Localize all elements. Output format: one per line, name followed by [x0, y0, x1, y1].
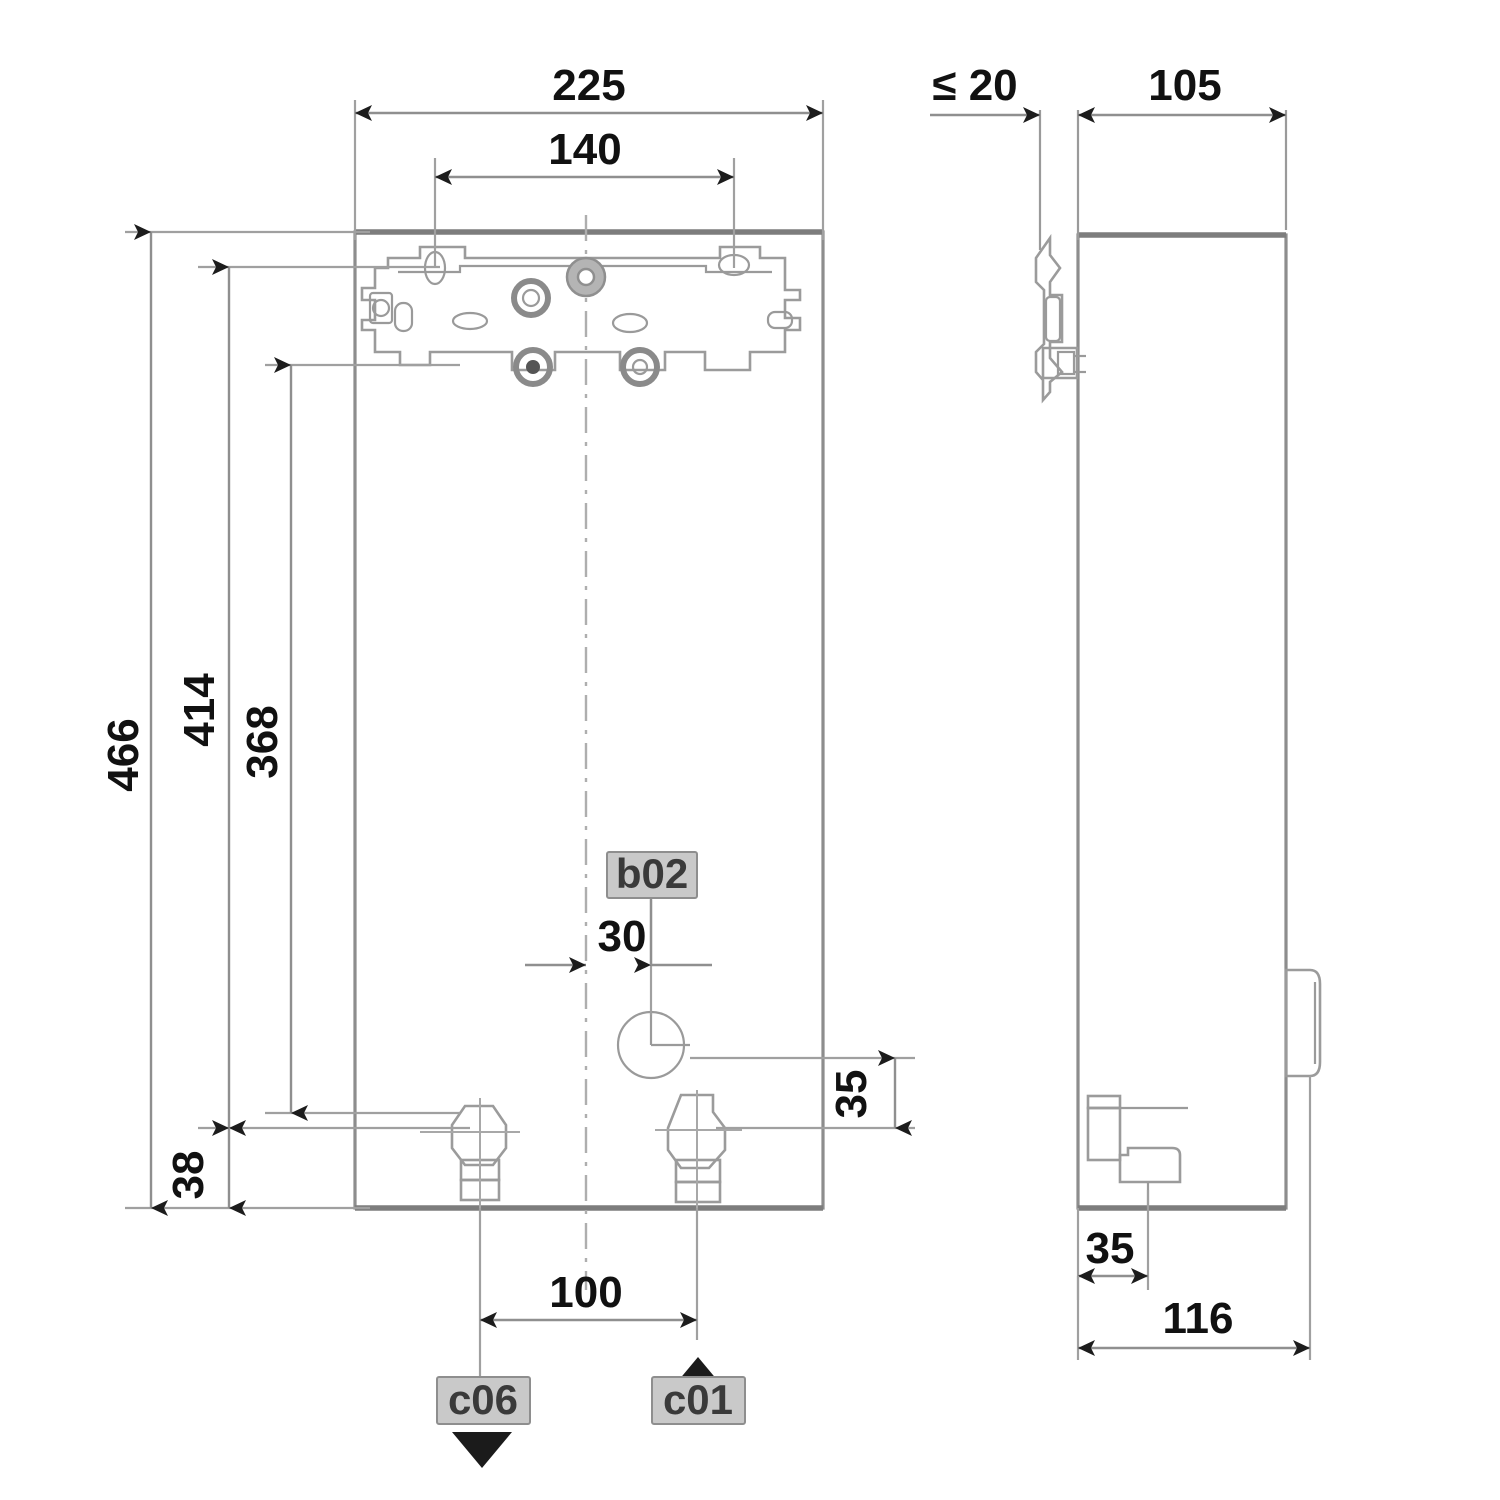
- label-30: 30: [598, 912, 647, 961]
- callout-b02-label: b02: [616, 850, 688, 897]
- dimension-35-front: [690, 1050, 915, 1136]
- label-clearance-20: ≤ 20: [932, 61, 1017, 110]
- label-414: 414: [175, 673, 224, 747]
- label-140: 140: [548, 125, 621, 174]
- label-35-side: 35: [1086, 1224, 1135, 1273]
- dimension-140: [433, 158, 736, 268]
- side-body-outline: [1076, 232, 1288, 1211]
- bracket-hub-lower-right: [620, 347, 660, 387]
- bracket-hub-lower-left: [513, 347, 553, 387]
- side-lower-bracket: [1086, 1094, 1188, 1208]
- bracket-hub-upper: [511, 278, 551, 318]
- label-100: 100: [549, 1268, 622, 1317]
- bracket-hub-center: [565, 256, 607, 298]
- mounting-bracket-detail: [360, 245, 802, 387]
- dimension-368: [265, 357, 460, 1121]
- label-466: 466: [99, 718, 148, 791]
- callout-b02[interactable]: b02: [606, 850, 698, 899]
- label-116: 116: [1163, 1294, 1234, 1343]
- callout-c01-label: c01: [663, 1376, 733, 1423]
- callout-c06[interactable]: c06: [436, 1376, 531, 1425]
- dimension-414: [198, 259, 470, 1136]
- c06-triangle-down-icon: [452, 1432, 512, 1468]
- callout-c06-label: c06: [448, 1376, 518, 1423]
- dimension-225: [353, 100, 825, 240]
- appliance-body-outline: [353, 229, 825, 1211]
- side-view-group: [930, 107, 1322, 1360]
- dimension-116: [1076, 1076, 1312, 1360]
- label-225: 225: [552, 61, 625, 110]
- side-control-cover: [1284, 968, 1322, 1078]
- dimension-466: [125, 224, 370, 1216]
- dimension-100: [478, 1208, 699, 1390]
- front-view-group: [125, 100, 915, 1468]
- label-38: 38: [164, 1151, 213, 1200]
- label-105: 105: [1148, 61, 1221, 110]
- callout-c01[interactable]: c01: [651, 1376, 746, 1425]
- connection-fitting-c06: [420, 1098, 520, 1215]
- b02-outlet-circle: [616, 1010, 690, 1080]
- label-35-front: 35: [827, 1070, 876, 1119]
- side-mounting-rail: [1034, 233, 1086, 404]
- label-368: 368: [238, 705, 287, 778]
- connection-fitting-c01: [655, 1090, 742, 1215]
